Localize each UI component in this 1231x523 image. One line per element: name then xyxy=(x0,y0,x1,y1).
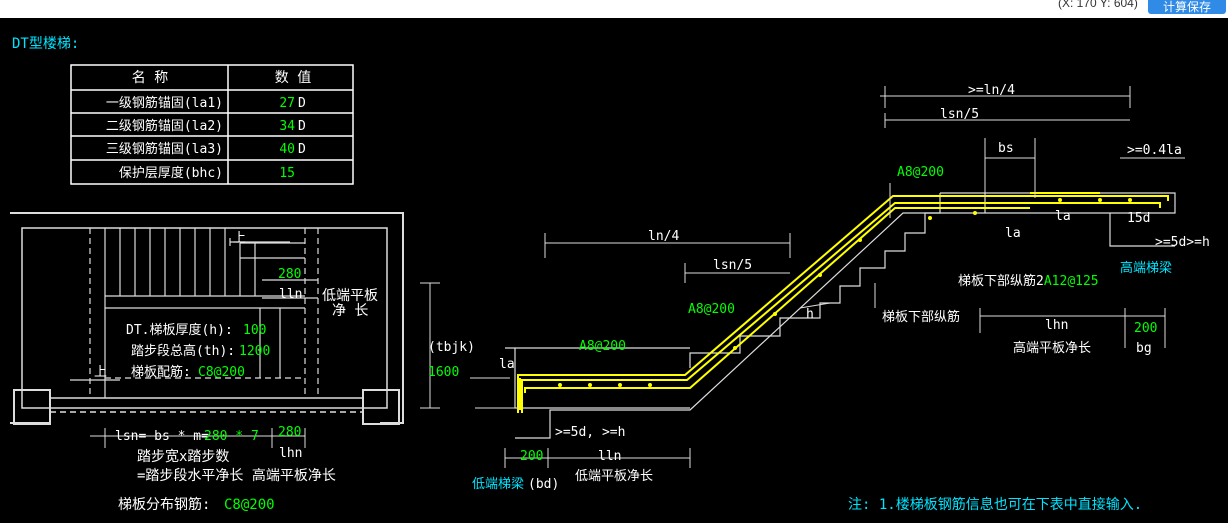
lower-main-mid-label: 梯板下部纵筋 xyxy=(882,309,960,325)
dim-lsn5-top: lsn/5 xyxy=(940,107,979,122)
table-row-value[interactable]: 34 xyxy=(279,119,295,134)
plan-dim-280: 280 xyxy=(278,267,301,282)
dim-la-left: la xyxy=(499,357,515,372)
table-row-value[interactable]: 15 xyxy=(279,166,295,181)
rebar-label: 梯板配筋: xyxy=(131,364,191,380)
high-beam-label: 高端梯梁 xyxy=(1120,260,1172,276)
dim-tbjk: (tbjk) xyxy=(428,340,475,355)
a8-label-left: A8@200 xyxy=(579,339,626,354)
high-platform-label: 高端平板净长 xyxy=(1013,340,1091,356)
dim-200-right: 200 xyxy=(1134,321,1157,336)
table-header-name: 名 称 xyxy=(132,70,168,86)
table-row-unit: D xyxy=(298,119,306,134)
dim-15d: 15d xyxy=(1127,211,1150,226)
table-row-name: 二级钢筋锚固(la2) xyxy=(106,118,223,134)
dim-ln4-mid: ln/4 xyxy=(648,229,679,244)
plan-low-platform-label: 低端平板 xyxy=(322,288,378,304)
dim-lhn: lhn xyxy=(1045,318,1068,333)
rebar-value[interactable]: C8@200 xyxy=(198,365,245,380)
a8-label-mid: A8@200 xyxy=(688,302,735,317)
dim-bd: (bd) xyxy=(528,477,559,492)
dim-la: la xyxy=(1005,226,1021,241)
lsn-value[interactable]: 280 * 7 xyxy=(204,429,259,444)
drawing-canvas: DT型楼梯: 名 称 数 值 一级钢筋锚固(la1) 27 D 二级钢筋锚固(l… xyxy=(0,18,1228,523)
dim-5d-h-left: >=5d, >=h xyxy=(555,425,625,440)
thickness-value[interactable]: 100 xyxy=(243,323,266,338)
dim-lln-section: lln xyxy=(598,449,621,464)
dim-bg: bg xyxy=(1136,341,1152,356)
calc-save-button[interactable]: 计算保存 xyxy=(1148,0,1226,14)
plan-bottom-dimension xyxy=(90,428,306,448)
bottom-dim-280: 280 xyxy=(278,425,301,440)
dim-ln4-top: >=ln/4 xyxy=(968,83,1015,98)
height-value[interactable]: 1200 xyxy=(239,344,270,359)
rebar-dots xyxy=(558,198,1132,387)
plan-lln: lln xyxy=(279,287,302,302)
right-border xyxy=(1228,18,1231,523)
low-platform-label: 低端平板净长 xyxy=(575,469,653,484)
lower-main-label: 梯板下部纵筋2A12@125 xyxy=(958,273,1099,289)
lsn-formula: lsn= bs * m= xyxy=(115,429,209,444)
dim-bs: bs xyxy=(998,141,1014,156)
stair-plan-view xyxy=(10,212,404,425)
stair-drawing: DT型楼梯: 名 称 数 值 一级钢筋锚固(la1) 27 D 二级钢筋锚固(l… xyxy=(10,36,1210,513)
table-row-unit: D xyxy=(298,96,306,111)
top-toolbar: (X: 170 Y: 604) 计算保存 xyxy=(0,0,1231,18)
table-row-name: 一级钢筋锚固(la1) xyxy=(106,95,223,111)
bottom-lhn: lhn xyxy=(279,446,302,461)
dim-h: h xyxy=(806,307,814,322)
note-text: 注: 1.楼梯板钢筋信息也可在下表中直接输入. xyxy=(848,496,1142,513)
dim-5d-h-right: >=5d>=h xyxy=(1155,235,1210,250)
table-row-unit: D xyxy=(298,142,306,157)
a8-label-top: A8@200 xyxy=(897,165,944,180)
dist-rebar-value[interactable]: C8@200 xyxy=(224,497,275,513)
dim-0-4la: >=0.4la xyxy=(1127,143,1182,158)
dist-rebar-label: 梯板分布钢筋: xyxy=(118,496,210,513)
dim-lsn5-mid: lsn/5 xyxy=(713,258,752,273)
table-row-value[interactable]: 27 xyxy=(279,96,295,111)
dim-la: la xyxy=(1055,209,1071,224)
thickness-label: DT.梯板厚度(h): xyxy=(126,322,233,338)
rebar-lines xyxy=(517,192,1169,413)
drawing-title: DT型楼梯: xyxy=(12,36,79,52)
plan-low-platform-label: 净 长 xyxy=(332,303,368,319)
plan-up-arrow-label: 上 xyxy=(94,365,107,380)
table-row-name: 三级钢筋锚固(la3) xyxy=(106,141,223,157)
table-row-value[interactable]: 40 xyxy=(279,142,295,157)
table-header-value: 数 值 xyxy=(275,70,311,86)
height-label: 踏步段总高(th): xyxy=(131,343,235,359)
plan-stair-treads xyxy=(70,228,319,398)
coordinate-readout: (X: 170 Y: 604) xyxy=(1058,0,1138,10)
plan-up-arrow-label: 上 xyxy=(233,231,246,246)
table-row-name: 保护层厚度(bhc) xyxy=(119,165,223,181)
dim-1600: 1600 xyxy=(428,365,459,380)
plan-desc: 踏步宽x踏步数 xyxy=(137,448,229,465)
low-beam-label: 低端梯梁 xyxy=(472,477,524,492)
anchorage-table xyxy=(70,64,354,185)
dim-200-bottom: 200 xyxy=(520,449,543,464)
plan-desc: =踏步段水平净长 高端平板净长 xyxy=(137,467,336,484)
section-dimensions xyxy=(420,86,1185,468)
